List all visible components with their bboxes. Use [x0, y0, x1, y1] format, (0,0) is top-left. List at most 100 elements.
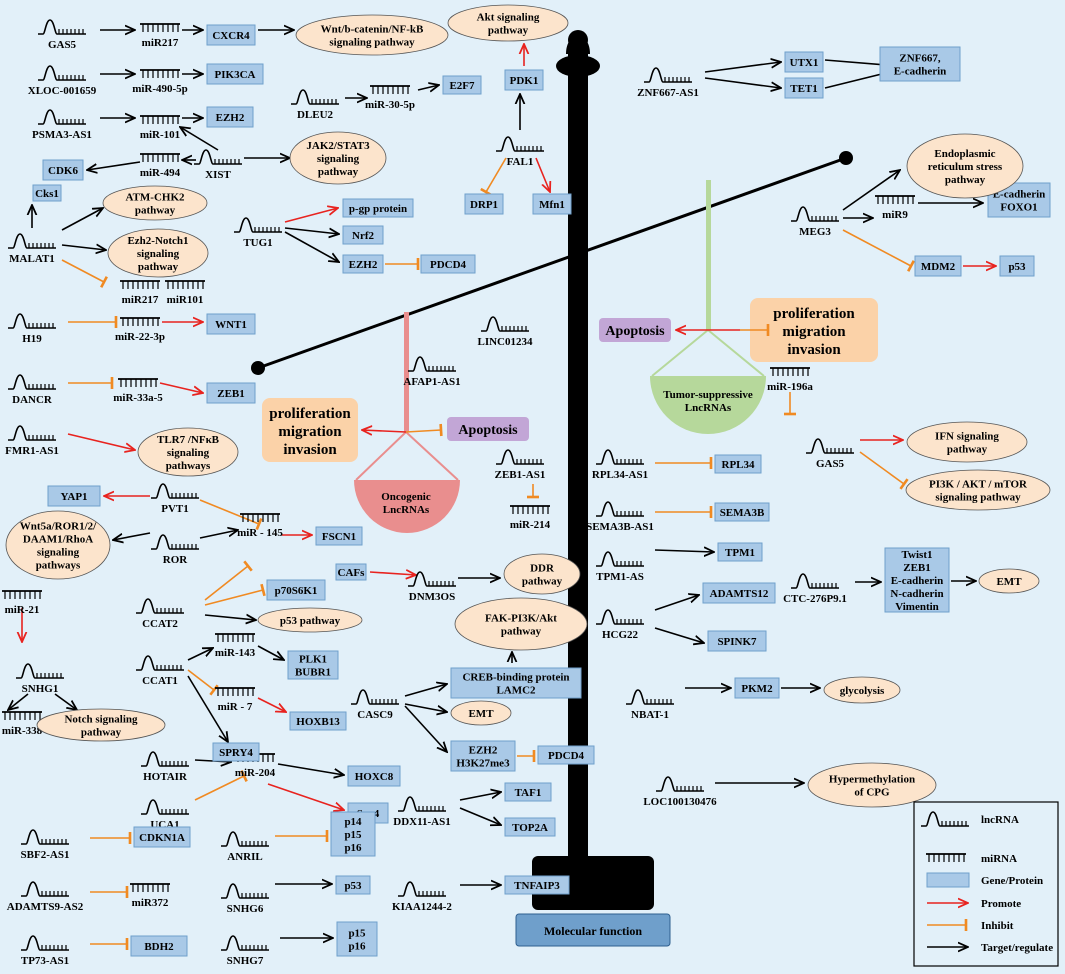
- pathway-label: pathway: [945, 174, 986, 186]
- mirna-label: miR-494: [140, 167, 181, 179]
- gene-znf: ZNF667,E-cadherin: [879, 46, 961, 82]
- gene-label: PIK3CA: [215, 69, 256, 81]
- pathway-ellipse: [5, 510, 111, 580]
- pathway-label: Hypermethylation: [829, 774, 915, 786]
- mirna-icon: [164, 280, 206, 290]
- gene-label: ADAMTS12: [710, 588, 769, 600]
- lncrna-icon: [805, 438, 855, 454]
- lncrna-label: PSMA3-AS1: [32, 129, 92, 141]
- target-arrow: [459, 807, 501, 825]
- inhibit-arrow: [194, 770, 248, 801]
- lncrna-icon: [290, 89, 340, 105]
- mirna-label: miR-30-5p: [365, 99, 415, 111]
- promote-arrow: [257, 697, 286, 712]
- gene-p53a: p53: [335, 875, 371, 895]
- gene-label: E-cadherin: [894, 66, 947, 78]
- gene-bdh2: BDH2: [130, 935, 188, 957]
- lncrna-icon: [193, 149, 243, 165]
- pathway-label: TLR7 /NFκB: [157, 434, 220, 446]
- pathway-label: pathway: [522, 576, 563, 588]
- pathway-label: DDR: [530, 563, 555, 575]
- lncrna-icon: [20, 935, 70, 951]
- gene-spink7: SPINK7: [707, 630, 767, 652]
- target-arrow: [404, 705, 447, 752]
- gene-box: [287, 650, 339, 680]
- mirna-label: miR - 145: [237, 527, 283, 539]
- lncrna-tug1: TUG1: [233, 217, 283, 249]
- proliferation-box-right: [750, 298, 878, 362]
- promote-arrow: [284, 208, 338, 223]
- lncrna-label: ROR: [163, 554, 189, 566]
- beam-end-left: [251, 361, 265, 375]
- mirna-mir217b: miR217: [119, 280, 161, 306]
- lncrna-anril: ANRIL: [220, 831, 270, 863]
- lncrna-gas5: GAS5: [37, 19, 87, 51]
- mirna-icon: [1, 711, 43, 721]
- lncrna-icon: [790, 573, 840, 589]
- pathway-label: FAK-PI3K/Akt: [485, 613, 557, 625]
- mirna-icon: [129, 883, 171, 893]
- lncrna-icon: [625, 689, 675, 705]
- pathway-ellipse: [257, 607, 363, 633]
- gene-tpm1: TPM1: [717, 542, 763, 562]
- gene-label: UTX1: [790, 57, 819, 69]
- lncrna-label: DLEU2: [297, 109, 334, 121]
- lncrna-label: SEMA3B-AS1: [586, 521, 654, 533]
- lncrna-icon: [140, 799, 190, 815]
- legend-frame: [913, 801, 1059, 967]
- lncrna-ddx11: DDX11-AS1: [393, 796, 451, 828]
- tumor-label: Tumor-suppressive: [663, 389, 753, 401]
- lncrna-icon: [480, 316, 530, 332]
- gene-box: [130, 935, 188, 957]
- inhibit-arrow: [480, 157, 507, 197]
- gene-box: [714, 502, 770, 522]
- lncrna-icon: [595, 501, 645, 517]
- mirna-label: miR217: [142, 37, 179, 49]
- gene-label: E-cadherin: [891, 575, 944, 587]
- gene-zeb1: ZEB1: [206, 382, 256, 404]
- gene-box: [537, 745, 595, 765]
- gene-label: CXCR4: [212, 30, 250, 42]
- gene-label: p16: [344, 842, 362, 854]
- target-arrow: [277, 763, 344, 775]
- pathway-label: Wnt/b-catenin/NF-kB: [321, 24, 424, 36]
- lncrna-gas5b: GAS5: [805, 438, 855, 470]
- mirna-label: miR-204: [235, 767, 276, 779]
- pathway-ellipse: [137, 427, 239, 477]
- pathway-label: reticulum stress: [928, 161, 1003, 173]
- apoptosis-box-left: [447, 417, 529, 441]
- gene-box: [717, 542, 763, 562]
- legend-mirna-icon: [925, 853, 967, 863]
- gene-label: CDKN1A: [139, 832, 185, 844]
- pathway-label: pathway: [947, 444, 988, 456]
- lncrna-icon: [220, 831, 270, 847]
- inhibit-arrow: [204, 583, 266, 606]
- lncrna-dnm3os: DNM3OS: [407, 571, 457, 603]
- lncrna-meg3: MEG3: [790, 206, 840, 238]
- lncrna-icon: [15, 663, 65, 679]
- target-arrow: [87, 161, 141, 170]
- gene-label: RPL34: [722, 459, 756, 471]
- scale-top-ball: [568, 30, 588, 50]
- target-arrow: [842, 170, 900, 211]
- pathway-ellipse: [823, 676, 901, 704]
- pathway-ellipse: [102, 185, 208, 221]
- gene-top2a: TOP2A: [504, 817, 556, 837]
- lncrna-snhg1: SNHG1: [15, 663, 65, 695]
- lncrna-label: CTC-276P9.1: [783, 593, 847, 605]
- scale-beam: [257, 156, 847, 370]
- lncrna-fal1: FAL1: [495, 136, 545, 168]
- lncrna-icon: [37, 19, 87, 35]
- mirna-label: miR9: [882, 209, 908, 221]
- oncogenic-pan: [354, 480, 460, 533]
- gene-box: [342, 225, 384, 245]
- pathway-label: EMT: [996, 576, 1022, 588]
- lncrna-label: DNM3OS: [409, 591, 455, 603]
- oncogenic-label: LncRNAs: [383, 504, 430, 516]
